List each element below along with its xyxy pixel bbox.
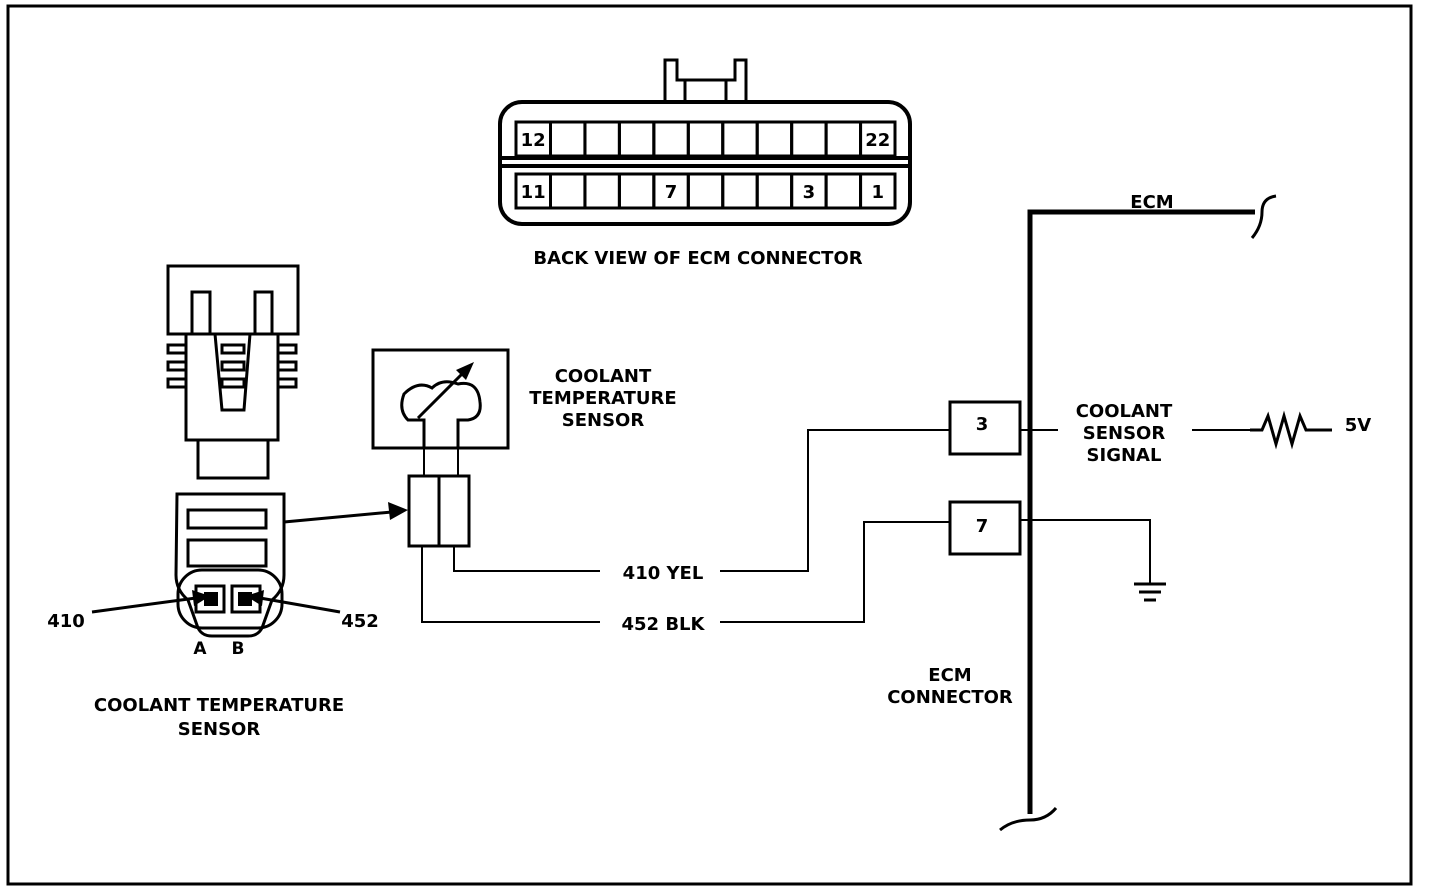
connector-body	[498, 100, 912, 226]
connector-pin-cell	[549, 120, 587, 158]
sensor-harness-connector	[174, 492, 286, 638]
ecm-connector-label-line1: ECM	[928, 665, 971, 686]
wire-452-blk	[421, 521, 950, 623]
wire-410-label: 410 YEL	[623, 563, 704, 584]
connector-pin-cell	[617, 120, 656, 158]
symbol-label-line3: SENSOR	[562, 410, 645, 431]
connector-pin-cell	[686, 120, 725, 158]
signal-label-line1: COOLANT	[1076, 401, 1173, 422]
symbol-label-line1: COOLANT	[555, 366, 652, 387]
connector-pin-cell	[824, 172, 863, 210]
ecm-pin-3	[948, 400, 1022, 456]
connector-bottom-row: 11 7 3 1	[514, 172, 897, 210]
pin-b-label: B	[232, 639, 245, 659]
connector-pin-number: 7	[665, 182, 678, 203]
connector-pin-cell	[583, 172, 621, 210]
signal-label-line3: SIGNAL	[1087, 445, 1162, 466]
connector-pin-cell	[790, 120, 828, 158]
wire-452-label: 452 BLK	[622, 614, 706, 635]
connector-pin-cell	[617, 172, 656, 210]
connector-pin-cell	[686, 172, 725, 210]
sensor-caption-line1: COOLANT TEMPERATURE	[94, 695, 344, 716]
connector-pin-cell	[755, 172, 794, 210]
ecm-pin-3-label: 3	[976, 414, 989, 435]
sensor-caption-line2: SENSOR	[178, 719, 261, 740]
connector-pin-cell	[859, 172, 897, 210]
pin-a-label: A	[193, 639, 207, 659]
connector-pin-number: 3	[803, 182, 816, 203]
symbol-label-line2: TEMPERATURE	[529, 388, 676, 409]
signal-label-line2: SENSOR	[1083, 423, 1166, 444]
connector-pin-cell	[721, 172, 759, 210]
ecm-block: ECM 3 7 COOLANT SENSOR SIGNAL 5V ECM CON…	[887, 192, 1372, 832]
connector-pin-cell	[859, 120, 897, 158]
connector-caption: BACK VIEW OF ECM CONNECTOR	[533, 248, 862, 269]
ecm-boundary	[1027, 209, 1255, 814]
connector-pin-cell	[755, 120, 794, 158]
ecm-title: ECM	[1130, 192, 1173, 213]
supply-voltage-label: 5V	[1345, 415, 1372, 436]
pullup-resistor-icon	[1250, 410, 1332, 450]
connector-pin-number: 12	[521, 130, 546, 151]
connector-pin-cell	[824, 120, 863, 158]
connector-pin-cell	[549, 172, 587, 210]
ecm-connector-back-view: 12 22 11 7 3 1 BACK VIEW OF ECM CONNECTOR	[498, 58, 912, 269]
diagram-frame	[6, 4, 1413, 886]
wire-410-yel	[453, 429, 950, 572]
wire-410-callout: 410	[47, 611, 85, 632]
connector-pin-cell	[652, 120, 690, 158]
connector-pin-cell	[721, 120, 759, 158]
wire-452-callout: 452	[341, 611, 379, 632]
coolant-sensor-symbol: COOLANT TEMPERATURE SENSOR	[371, 348, 677, 548]
thermistor-icon	[400, 380, 482, 448]
connector-top-row: 12 22	[514, 120, 897, 158]
connector-latch-icon	[663, 58, 748, 100]
ecm-pin-7-label: 7	[976, 516, 989, 537]
ecm-pin-7	[948, 500, 1022, 556]
connector-pin-number: 22	[865, 130, 890, 151]
wiring: 410 YEL 452 BLK	[421, 429, 950, 635]
connector-pin-number: 1	[872, 182, 885, 203]
connector-pin-cell	[583, 120, 621, 158]
ground-icon	[1134, 582, 1166, 602]
connector-pin-number: 11	[521, 182, 546, 203]
coolant-sensor-drawing: 410 452 A B COOLANT TEMPERATURE SENSOR	[47, 264, 408, 740]
ecm-connector-label-line2: CONNECTOR	[887, 687, 1013, 708]
